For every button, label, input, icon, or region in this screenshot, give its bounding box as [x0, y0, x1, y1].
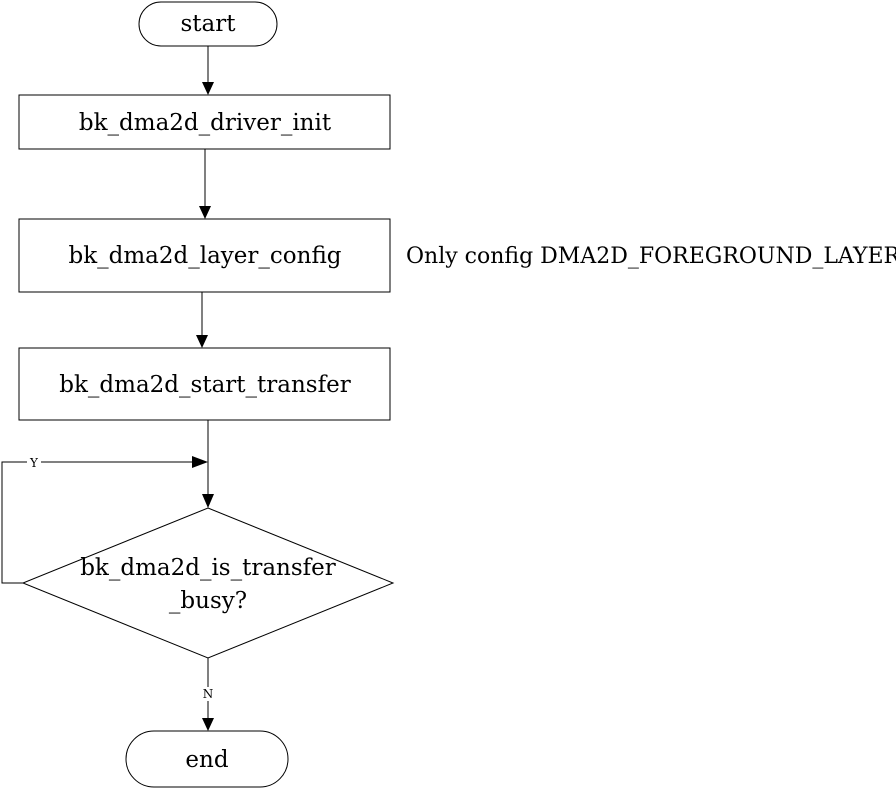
start-label: start [181, 11, 237, 37]
edge-start-to-init [202, 46, 214, 95]
end-label: end [185, 747, 228, 773]
is-busy-decision: bk_dma2d_is_transfer _busy? [21, 507, 395, 659]
edge-start-transfer-to-decision [202, 420, 214, 508]
edge-no-to-end: N [201, 658, 215, 731]
start-transfer-label: bk_dma2d_start_transfer [59, 372, 350, 398]
edge-layer-config-to-start-transfer [196, 292, 208, 348]
yes-label: Y [29, 456, 39, 470]
start-transfer-node: bk_dma2d_start_transfer [18, 347, 391, 421]
edge-init-to-layer-config [199, 149, 211, 219]
driver-init-node: bk_dma2d_driver_init [18, 94, 391, 150]
is-busy-label-line1: bk_dma2d_is_transfer [80, 555, 336, 581]
end-node: end [125, 730, 289, 788]
is-busy-label-line2: _busy? [169, 588, 247, 614]
start-node: start [138, 1, 278, 47]
no-label: N [203, 687, 214, 701]
layer-config-label: bk_dma2d_layer_config [68, 243, 341, 269]
driver-init-label: bk_dma2d_driver_init [79, 110, 332, 136]
layer-config-note: Only config DMA2D_FOREGROUND_LAYER [406, 244, 896, 269]
layer-config-node: bk_dma2d_layer_config [18, 218, 391, 293]
edge-yes-loop: Y [1, 455, 208, 584]
